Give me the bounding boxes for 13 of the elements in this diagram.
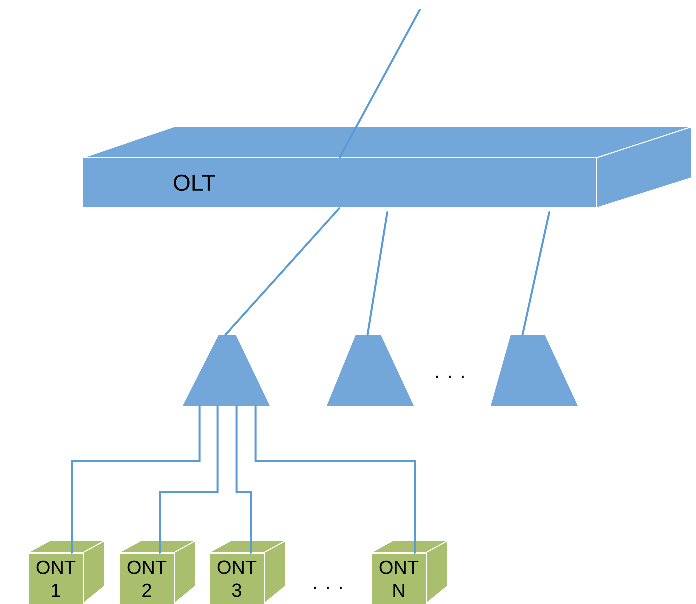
splitter-shape [327, 335, 414, 406]
cable-line [224, 208, 340, 336]
ellipsis-text: . . . [436, 376, 464, 378]
cable-line [522, 212, 550, 336]
cable-line [236, 405, 252, 554]
cable-line [366, 212, 388, 336]
splitter-shape [491, 335, 578, 406]
splitter-shape [183, 335, 270, 406]
cable-line [71, 405, 201, 554]
cable-line [254, 405, 416, 554]
cable-line [159, 405, 219, 554]
ellipsis-text: . . . [314, 586, 342, 590]
cable-line [339, 9, 421, 158]
